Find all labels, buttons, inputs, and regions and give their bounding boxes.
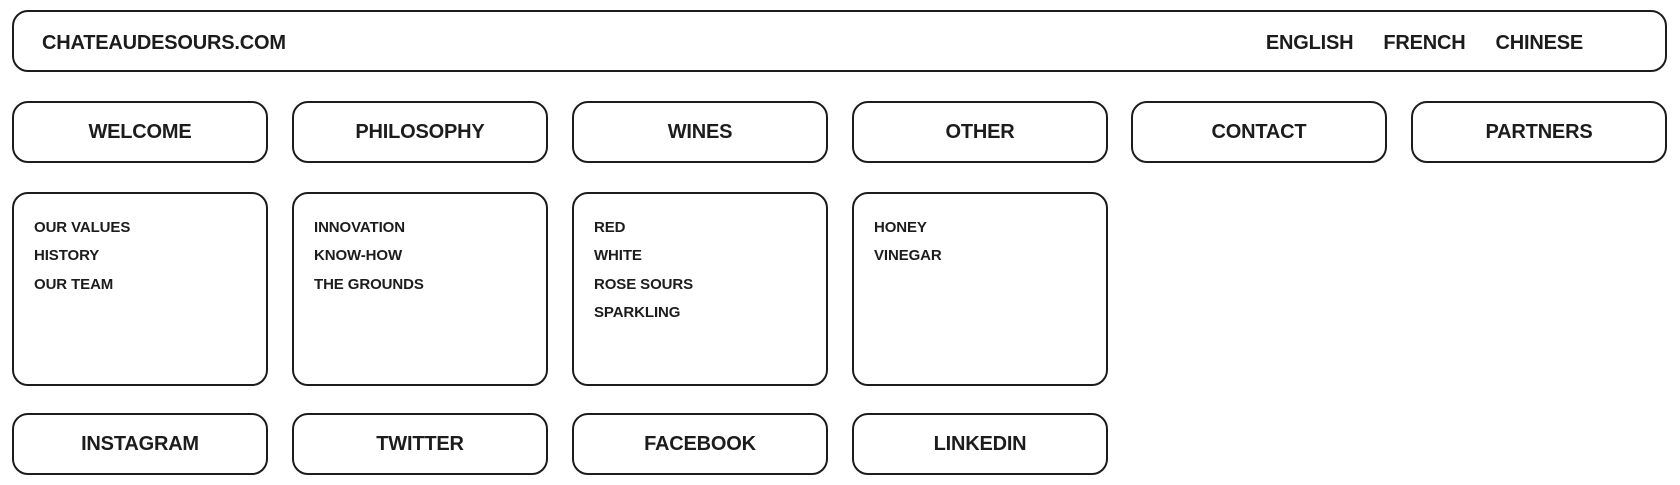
- social-facebook-button[interactable]: FACEBOOK: [572, 413, 828, 475]
- nav-other-button[interactable]: OTHER: [852, 101, 1108, 163]
- lang-english[interactable]: ENGLISH: [1265, 32, 1354, 54]
- nav-welcome-button[interactable]: WELCOME: [12, 101, 268, 163]
- submenu-item-red[interactable]: RED: [594, 219, 626, 236]
- social-twitter-label: TWITTER: [376, 432, 464, 455]
- submenu-item-the-grounds[interactable]: THE GROUNDS: [314, 275, 424, 293]
- submenu-welcome: OUR VALUES HISTORY OUR TEAM: [12, 192, 268, 386]
- social-instagram-label: INSTAGRAM: [81, 432, 199, 455]
- nav-philosophy-button[interactable]: PHILOSOPHY: [292, 101, 548, 163]
- submenu-item-sparkling[interactable]: SPARKLING: [594, 303, 681, 321]
- nav-other-label: OTHER: [945, 120, 1015, 143]
- lang-french[interactable]: FRENCH: [1383, 32, 1466, 54]
- social-facebook-label: FACEBOOK: [644, 432, 756, 455]
- site-header: CHATEAUDESOURS.COM ENGLISH FRENCH CHINES…: [12, 10, 1667, 72]
- site-brand-link[interactable]: CHATEAUDESOURS.COM: [42, 32, 286, 54]
- submenu-item-history[interactable]: HISTORY: [34, 247, 100, 265]
- social-instagram-button[interactable]: INSTAGRAM: [12, 413, 268, 475]
- submenu-item-our-values[interactable]: OUR VALUES: [34, 219, 131, 236]
- submenu-item-white[interactable]: WHITE: [594, 247, 642, 265]
- nav-wines-label: WINES: [667, 120, 733, 143]
- nav-partners-button[interactable]: PARTNERS: [1411, 101, 1667, 163]
- nav-wines-button[interactable]: WINES: [572, 101, 828, 163]
- nav-contact-button[interactable]: CONTACT: [1131, 101, 1387, 163]
- submenu-other: HONEY VINEGAR: [852, 192, 1108, 386]
- submenu-item-honey[interactable]: HONEY: [874, 219, 927, 236]
- submenu-item-innovation[interactable]: INNOVATION: [314, 219, 405, 236]
- language-switcher: ENGLISH FRENCH CHINESE: [1236, 32, 1583, 55]
- submenu-wines: RED WHITE ROSE SOURS SPARKLING: [572, 192, 828, 386]
- submenu-philosophy: INNOVATION KNOW-HOW THE GROUNDS: [292, 192, 548, 386]
- nav-philosophy-label: PHILOSOPHY: [355, 120, 485, 143]
- submenu-item-vinegar[interactable]: VINEGAR: [874, 247, 942, 265]
- submenu-item-rose-sours[interactable]: ROSE SOURS: [594, 275, 694, 293]
- lang-chinese[interactable]: CHINESE: [1495, 32, 1583, 54]
- social-linkedin-label: LINKEDIN: [933, 432, 1027, 455]
- nav-contact-label: CONTACT: [1211, 120, 1307, 143]
- social-twitter-button[interactable]: TWITTER: [292, 413, 548, 475]
- nav-partners-label: PARTNERS: [1485, 120, 1593, 143]
- submenu-item-know-how[interactable]: KNOW-HOW: [314, 247, 403, 265]
- submenu-item-our-team[interactable]: OUR TEAM: [34, 275, 114, 293]
- social-linkedin-button[interactable]: LINKEDIN: [852, 413, 1108, 475]
- nav-welcome-label: WELCOME: [88, 120, 192, 143]
